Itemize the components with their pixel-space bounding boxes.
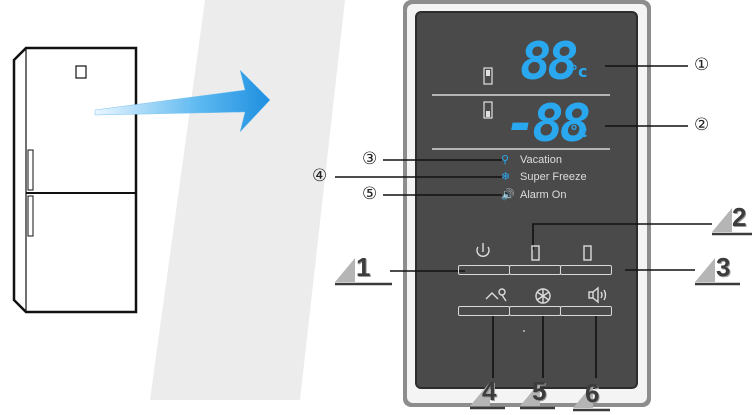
status-label-super-freeze: Super Freeze [520, 171, 587, 183]
top-unit-label: °c [570, 62, 588, 81]
display-callout-top: ① [694, 55, 710, 75]
freezer-button-icon [583, 245, 592, 261]
bottom-temperature-display: -88 [505, 94, 591, 154]
snowflake-icon: ❄ [501, 170, 511, 183]
button-callout-5: 5 [532, 376, 547, 406]
speaker-button-icon [588, 286, 607, 304]
vacation-icon: ⚲ [501, 153, 510, 166]
display-callout-bottom: ② [694, 115, 710, 135]
background-strip [150, 0, 345, 400]
fridge-button-icon [531, 245, 540, 261]
button-callout-6: 6 [585, 378, 600, 408]
top-temperature-display: 88 [520, 32, 579, 92]
speaker-icon: 🔊 [501, 188, 515, 201]
button-callout-1: 1 [356, 252, 371, 282]
alarm-button[interactable] [560, 306, 612, 316]
status-callout-alarm: ⑤ [362, 184, 378, 204]
pointer-arrow [94, 69, 271, 133]
status-label-vacation: Vacation [520, 154, 562, 166]
power-icon [476, 246, 490, 257]
power-button[interactable] [458, 265, 510, 275]
button-callout-4: 4 [482, 376, 497, 406]
button-callout-3: 3 [716, 252, 731, 282]
vacation-button[interactable] [458, 306, 510, 316]
status-label-alarm: Alarm On [520, 189, 567, 201]
fridge-illustration [12, 46, 138, 314]
snowflake-button-icon [535, 288, 551, 304]
freezer-button[interactable] [560, 265, 612, 275]
status-callout-super-freeze: ④ [312, 166, 328, 186]
super-freeze-button[interactable] [509, 306, 561, 316]
button-callout-2: 2 [732, 202, 747, 232]
fridge-button[interactable] [509, 265, 561, 275]
vacation-button-icon [485, 288, 507, 302]
status-callout-vacation: ③ [362, 149, 378, 169]
bottom-unit-label: °c [570, 122, 588, 141]
